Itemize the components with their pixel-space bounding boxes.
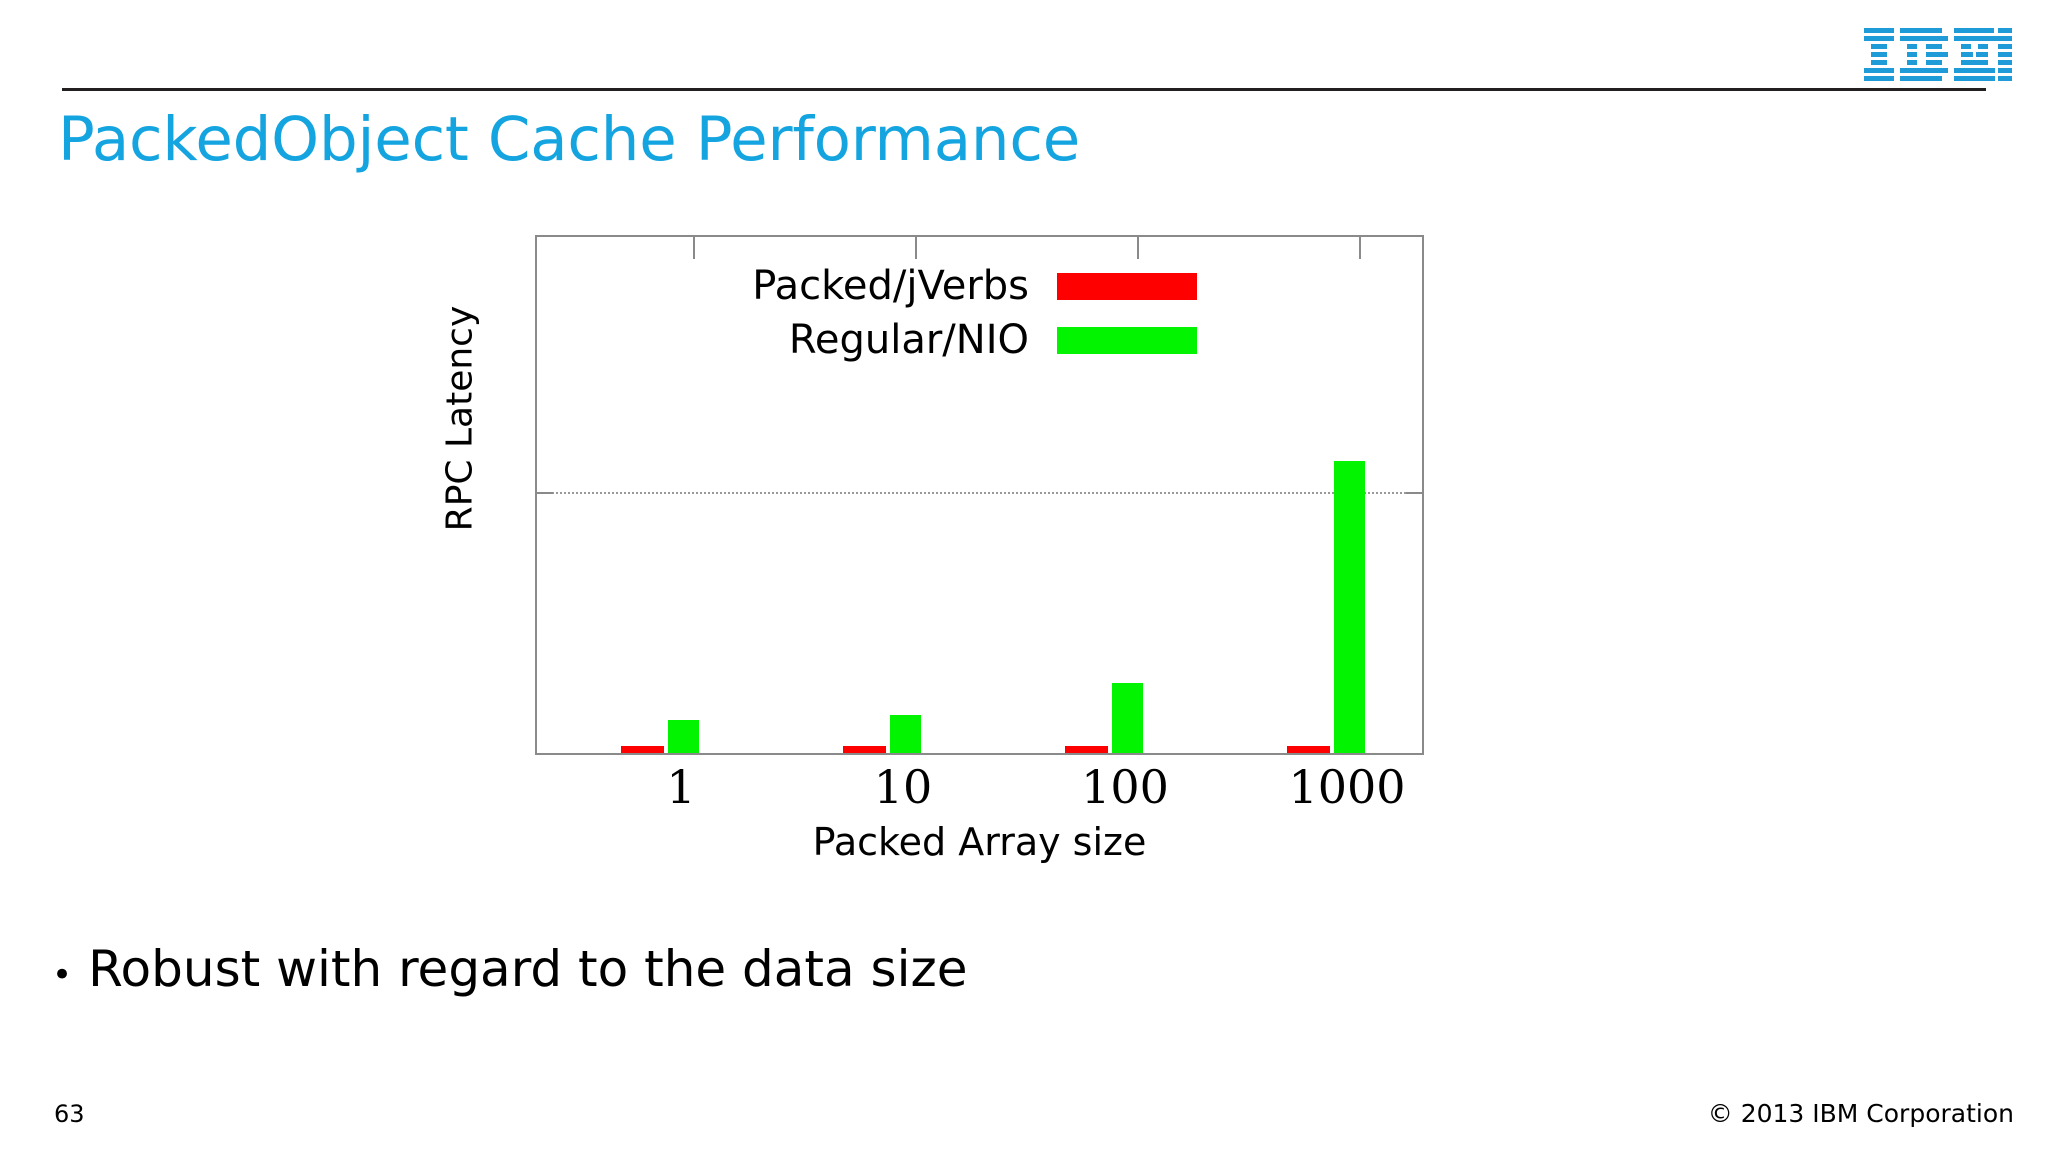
legend-label-regular-nio: Regular/NIO	[788, 317, 1029, 363]
chart-x-label-10: 10	[873, 760, 933, 814]
chart-x-tick-1	[693, 237, 695, 259]
legend-item-packed-jverbs: Packed/jVerbs	[577, 259, 1197, 313]
legend-swatch-regular-nio	[1057, 326, 1197, 354]
bullet-marker-icon: •	[52, 955, 73, 995]
bar-packed-jverbs-100	[1065, 746, 1108, 753]
chart-y-axis-label: RPC Latency	[439, 305, 481, 532]
chart-legend: Packed/jVerbs Regular/NIO	[577, 259, 1197, 367]
chart-x-tick-2	[915, 237, 917, 259]
header-divider	[62, 88, 1986, 91]
chart-x-tick-3	[1137, 237, 1139, 259]
bullet-text: Robust with regard to the data size	[88, 940, 968, 998]
chart-x-tick-labels: 1 10 100 1000	[535, 760, 1424, 818]
chart-y-tick-left	[537, 492, 553, 494]
bar-packed-jverbs-1000	[1287, 746, 1330, 753]
bar-packed-jverbs-10	[843, 746, 886, 753]
bullet-list: • Robust with regard to the data size	[52, 940, 1552, 998]
list-item: • Robust with regard to the data size	[52, 940, 1552, 998]
bar-regular-nio-1	[668, 720, 699, 753]
bar-regular-nio-1000	[1334, 461, 1365, 753]
chart-x-axis-label: Packed Array size	[812, 820, 1147, 864]
copyright-notice: © 2013 IBM Corporation	[1707, 1099, 2014, 1128]
bar-packed-jverbs-1	[621, 746, 664, 753]
chart-gridline	[537, 492, 1422, 494]
chart-y-tick-right	[1406, 492, 1422, 494]
legend-swatch-packed-jverbs	[1057, 272, 1197, 300]
legend-item-regular-nio: Regular/NIO	[577, 313, 1197, 367]
page-number: 63	[54, 1100, 85, 1128]
chart-x-label-100: 100	[1081, 760, 1169, 814]
bar-regular-nio-100	[1112, 683, 1143, 753]
chart-x-tick-4	[1359, 237, 1361, 259]
chart-container: RPC Latency Packed/jVerbs Regular/NIO	[418, 228, 1424, 928]
chart-x-label-1: 1	[666, 760, 696, 814]
ibm-logo	[1864, 26, 2012, 86]
bar-regular-nio-10	[890, 715, 921, 753]
page-title: PackedObject Cache Performance	[58, 104, 1081, 175]
legend-label-packed-jverbs: Packed/jVerbs	[752, 263, 1029, 309]
chart-x-label-1000: 1000	[1288, 760, 1406, 814]
chart-plot-area: Packed/jVerbs Regular/NIO	[535, 235, 1424, 755]
